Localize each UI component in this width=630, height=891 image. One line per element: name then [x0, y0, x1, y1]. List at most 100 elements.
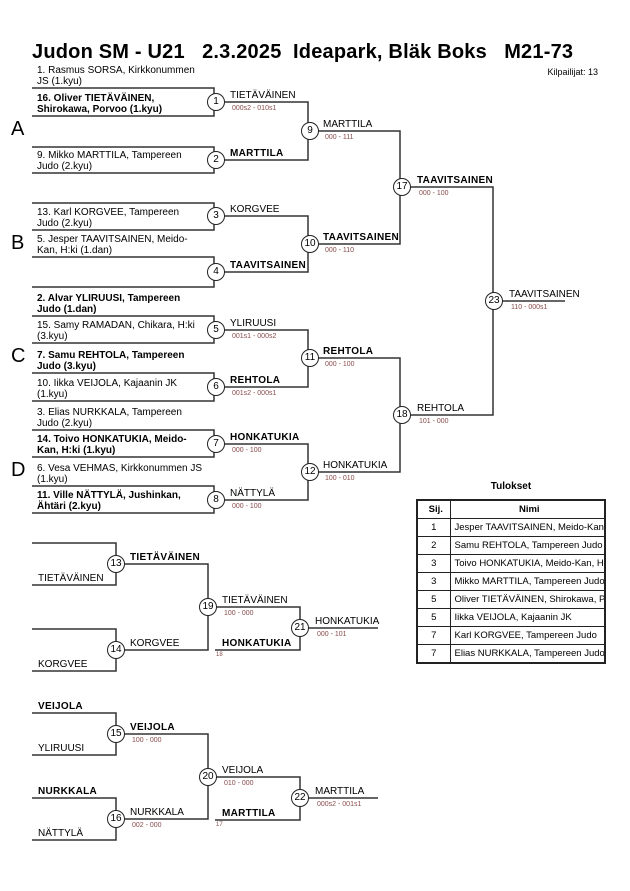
page-title: Judon SM - U21 2.3.2025 Ideapark, Bläk B…: [32, 41, 574, 63]
match-number-circle: 16: [107, 810, 125, 828]
match-number-circle: 11: [301, 349, 319, 367]
match-score: 000 - 100: [232, 503, 262, 510]
result-name: Toivo HONKATUKIA, Meido-Kan, H:ki: [449, 554, 606, 573]
result-name: Elias NURKKALA, Tampereen Judo: [449, 644, 606, 664]
result-rank: 3: [416, 572, 451, 591]
match-winner: MARTTILA: [230, 148, 284, 159]
entry-name: 16. Oliver TIETÄVÄINEN, Shirokawa, Porvo…: [37, 93, 163, 115]
match-winner: KORGVEE: [230, 204, 280, 215]
result-rank: 7: [416, 626, 451, 645]
match-score: 010 - 000: [224, 780, 254, 787]
entry-name: 15. Samy RAMADAN, Chikara, H:ki (3.kyu): [37, 320, 195, 342]
match-winner: KORGVEE: [130, 638, 180, 649]
result-name: Karl KORGVEE, Tampereen Judo: [449, 626, 606, 645]
result-rank: 2: [416, 536, 451, 555]
entry-name: 13. Karl KORGVEE, Tampereen Judo (2.kyu): [37, 207, 180, 229]
match-score: 110 - 000s1: [511, 304, 548, 311]
match-number-circle: 3: [207, 207, 225, 225]
result-rank: 5: [416, 608, 451, 627]
match-number-circle: 17: [393, 178, 411, 196]
result-name: Jesper TAAVITSAINEN, Meido-Kan, H:ki: [449, 518, 606, 537]
pool-label-b: B: [11, 232, 25, 254]
match-winner: TAAVITSAINEN: [230, 260, 307, 271]
match-winner: TAAVITSAINEN: [323, 232, 400, 243]
competitor-count: Kilpailijat: 13: [547, 67, 598, 77]
match-winner: TIETÄVÄINEN: [130, 552, 200, 563]
result-rank: 5: [416, 590, 451, 609]
result-rank: 3: [416, 554, 451, 573]
pool-label-a: A: [11, 118, 25, 140]
repechage-entry-name: YLIRUUSI: [38, 743, 85, 754]
match-winner: YLIRUUSI: [230, 318, 277, 329]
match-winner: VEIJOLA: [130, 722, 175, 733]
match-number-circle: 12: [301, 463, 319, 481]
match-score: 000 - 110: [325, 247, 355, 254]
match-winner: TAAVITSAINEN: [509, 289, 580, 300]
match-winner: REHTOLA: [323, 346, 374, 357]
repechage-entry-name: KORGVEE: [38, 659, 88, 670]
match-number-circle: 5: [207, 321, 225, 339]
repechage-entry-name: VEIJOLA: [38, 701, 83, 712]
match-score: 000 - 100: [419, 190, 449, 197]
match-winner: NURKKALA: [130, 807, 184, 818]
match-winner: TIETÄVÄINEN: [230, 90, 296, 101]
match-number-circle: 7: [207, 435, 225, 453]
match-score: 100 - 000: [132, 737, 162, 744]
match-score: 000s2 - 001s1: [317, 801, 362, 808]
match-winner: REHTOLA: [230, 375, 281, 386]
entry-name: 9. Mikko MARTTILA, Tampereen Judo (2.kyu…: [37, 150, 182, 172]
result-name: Samu REHTOLA, Tampereen Judo: [449, 536, 606, 555]
match-score: 100 - 000: [224, 610, 254, 617]
match-number-circle: 20: [199, 768, 217, 786]
match-number-circle: 15: [107, 725, 125, 743]
match-score: 000 - 100: [325, 361, 355, 368]
match-number-circle: 2: [207, 151, 225, 169]
match-winner: REHTOLA: [417, 403, 465, 414]
match-score: 000 - 100: [232, 447, 262, 454]
result-name: Oliver TIETÄVÄINEN, Shirokawa, Porvoo: [449, 590, 606, 609]
entry-name: 3. Elias NURKKALA, Tampereen Judo (2.kyu…: [37, 407, 182, 429]
match-winner: MARTTILA: [323, 119, 373, 130]
match-score: 001s1 - 000s2: [232, 333, 277, 340]
repechage-entry-name: NURKKALA: [38, 786, 98, 797]
match-number-circle: 9: [301, 122, 319, 140]
entry-name: 2. Alvar YLIRUUSI, Tampereen Judo (1.dan…: [37, 293, 181, 315]
match-number-circle: 8: [207, 491, 225, 509]
match-number-circle: 4: [207, 263, 225, 281]
match-score: 100 - 010: [325, 475, 355, 482]
pool-label-d: D: [11, 459, 26, 481]
match-winner: MARTTILA: [315, 786, 365, 797]
match-winner: VEIJOLA: [222, 765, 264, 776]
entry-name: 1. Rasmus SORSA, Kirkkonummen JS (1.kyu): [37, 65, 195, 87]
match-number-circle: 14: [107, 641, 125, 659]
result-name: Mikko MARTTILA, Tampereen Judo: [449, 572, 606, 591]
match-score: 000s2 - 010s1: [232, 105, 277, 112]
result-name: Iikka VEIJOLA, Kajaanin JK: [449, 608, 606, 627]
match-winner: HONKATUKIA: [315, 616, 380, 627]
semifinal-loser-name: HONKATUKIA: [222, 638, 292, 649]
entry-name: 10. Iikka VEIJOLA, Kajaanin JK (1.kyu): [37, 378, 178, 400]
repechage-entry-name: NÄTTYLÄ: [38, 828, 84, 839]
match-number-circle: 19: [199, 598, 217, 616]
match-number-circle: 10: [301, 235, 319, 253]
results-title: Tulokset: [490, 481, 532, 492]
entry-name: 5. Jesper TAAVITSAINEN, Meido-Kan, H:ki …: [37, 234, 188, 256]
match-winner: HONKATUKIA: [323, 460, 388, 471]
col-header-name: Nimi: [449, 499, 606, 519]
col-header-rank: Sij.: [416, 499, 451, 519]
match-number-circle: 18: [393, 406, 411, 424]
match-score: 000 - 111: [325, 134, 354, 141]
match-number-circle: 1: [207, 93, 225, 111]
match-score: 002 - 000: [132, 822, 162, 829]
entry-name: 14. Toivo HONKATUKIA, Meido-Kan, H:ki (1…: [37, 434, 187, 456]
match-winner: NÄTTYLÄ: [230, 488, 276, 499]
